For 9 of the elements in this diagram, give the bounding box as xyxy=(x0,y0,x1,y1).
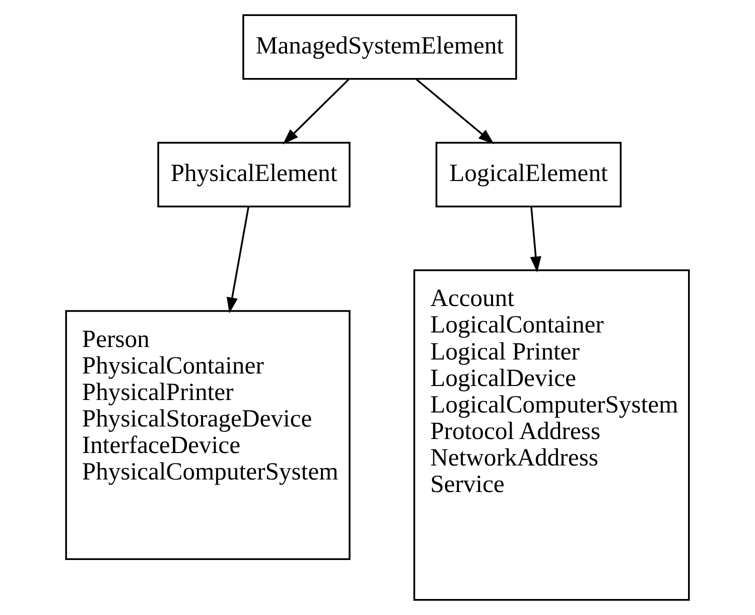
arrow xyxy=(226,206,250,314)
node-box: PhysicalElement xyxy=(157,142,350,208)
arrow xyxy=(530,206,542,272)
arrow xyxy=(282,78,350,144)
node-box: LogicalElement xyxy=(436,142,622,208)
node-box: Account LogicalContainer Logical Printer LogicalDevice LogicalComputerSystem Protocol Address NetworkAddress Service xyxy=(413,269,690,601)
arrow xyxy=(416,78,494,144)
node-box: Person PhysicalContainer PhysicalPrinter PhysicalStorageDevice InterfaceDevice PhysicalComputerSystem xyxy=(65,310,350,560)
node-box: ManagedSystemElement xyxy=(242,14,518,80)
